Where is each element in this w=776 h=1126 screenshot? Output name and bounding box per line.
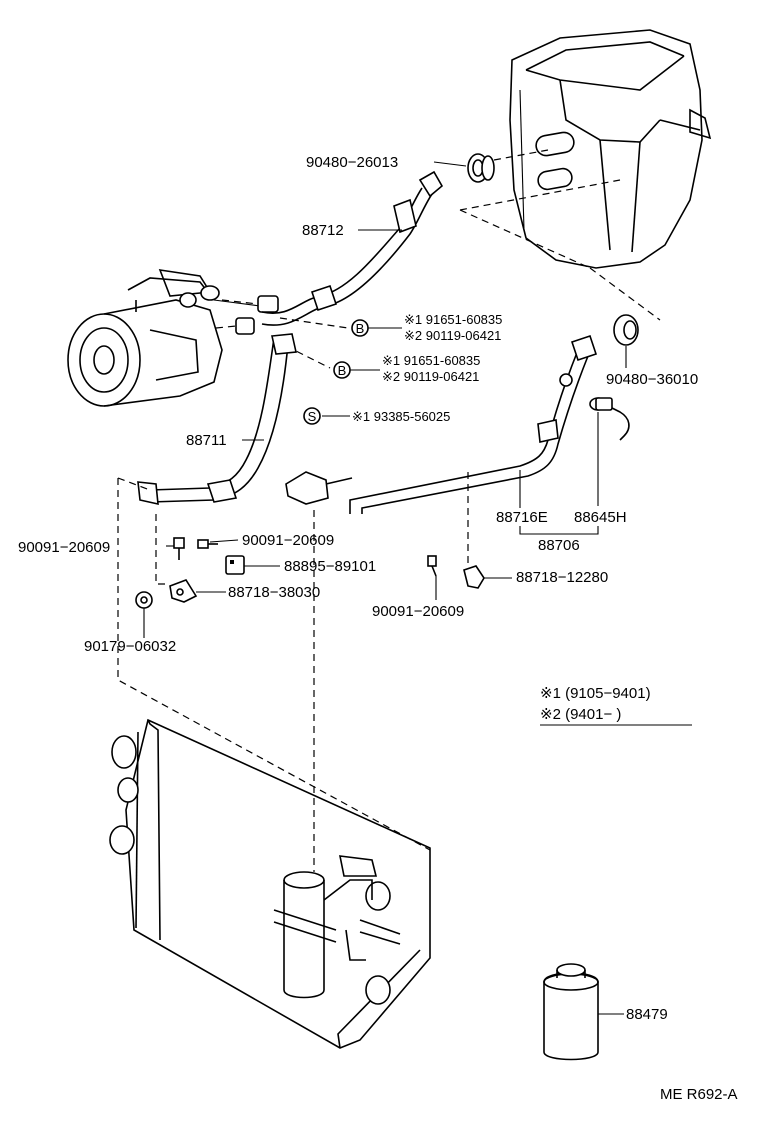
compressor-illustration [67, 269, 261, 407]
clamp-88718-12280-icon [463, 565, 485, 589]
label-88479: 88479 [626, 1006, 668, 1023]
label-90480-36010: 90480−36010 [606, 371, 698, 388]
legend-line-1: ※1 (9105−9401) [540, 685, 651, 702]
clamp-88718-38030-icon [169, 579, 198, 603]
label-90179-06032: 90179−06032 [84, 638, 176, 655]
cooling-unit-illustration [459, 29, 712, 321]
nut-90179-icon [135, 591, 153, 609]
pressure-switch-88645h-icon [589, 397, 630, 441]
svg-text:S: S [308, 409, 317, 424]
suction-hose-88711 [137, 333, 297, 506]
label-88712: 88712 [302, 222, 344, 239]
bolt-mark-s: S [303, 407, 321, 425]
bolt-90091-icon [427, 555, 437, 577]
label-88718-38030: 88718−38030 [228, 584, 320, 601]
connector-88895-icon [225, 555, 245, 575]
compressor-oil-can-88479 [543, 963, 599, 1061]
label-b2-line2: ※2 90119-06421 [382, 369, 479, 384]
bolt-90091-icon [197, 539, 218, 549]
discharge-hose-88712 [261, 170, 444, 326]
bolt-90091-icon [173, 537, 185, 560]
label-88711: 88711 [186, 432, 227, 449]
label-90091-left: 90091−20609 [18, 539, 110, 556]
label-b2-line1: ※1 91651-60835 [382, 353, 480, 368]
label-88716e: 88716E [496, 509, 548, 526]
compressor-fitting [235, 295, 279, 335]
label-88706: 88706 [538, 537, 580, 554]
reference-code: ME R692-A [660, 1086, 738, 1103]
label-b1-line1: ※1 91651-60835 [404, 312, 502, 327]
grommet-36010-icon [613, 314, 639, 346]
svg-text:B: B [356, 321, 365, 336]
grommet-26013-icon [467, 153, 495, 183]
label-90480-26013: 90480−26013 [306, 154, 398, 171]
condenser-illustration [109, 718, 431, 1049]
label-b1-line2: ※2 90119-06421 [404, 328, 501, 343]
bolt-mark-b2: B [333, 361, 351, 379]
label-88895-89101: 88895−89101 [284, 558, 376, 575]
label-88718-12280: 88718−12280 [516, 569, 608, 586]
label-90091-lower: 90091−20609 [372, 603, 464, 620]
label-90091-right: 90091−20609 [242, 532, 334, 549]
liquid-tube-88716e [285, 334, 598, 514]
svg-text:B: B [338, 363, 347, 378]
bolt-mark-b1: B [351, 319, 369, 337]
label-88645h: 88645H [574, 509, 627, 526]
legend-line-2: ※2 (9401− ) [540, 706, 621, 723]
receiver-dryer-illustration [273, 871, 401, 999]
label-s-line1: ※1 93385-56025 [352, 409, 450, 424]
